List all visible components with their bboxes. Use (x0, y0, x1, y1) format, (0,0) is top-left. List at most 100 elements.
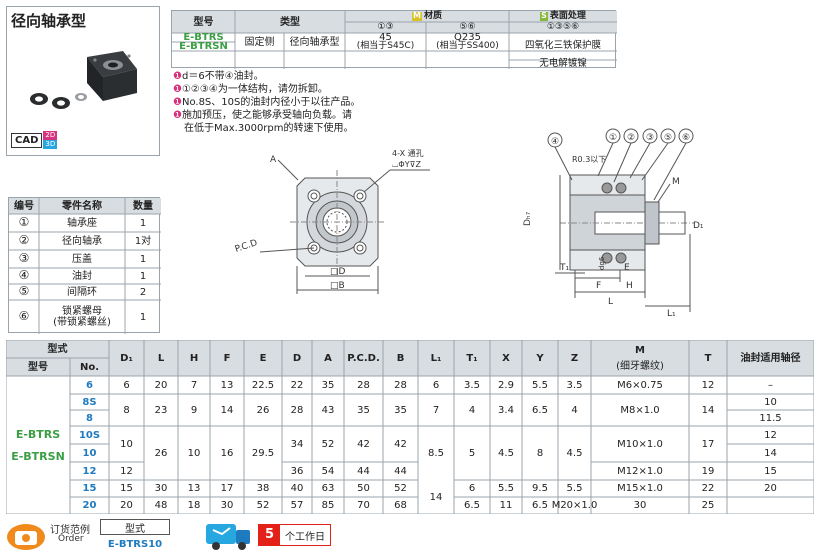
dim-cell: 14 (429, 491, 443, 503)
spec-sub3: ①③⑤⑥ (546, 21, 580, 32)
dim-h-col: E (259, 352, 267, 364)
dim-cell: 36 (290, 465, 304, 477)
dim-cell: 52 (394, 483, 407, 494)
spec-h-kind: 类型 (280, 16, 300, 28)
dim-cell: 44 (357, 465, 370, 477)
note-2: ❶①②③④为一体结构，请勿拆卸。 (173, 84, 328, 95)
note-3: ❶No.8S、10S的油封内径小于以往产品。 (173, 97, 361, 108)
front-view-drawing: A 4-X 通孔 ⌴ΦY⊽Z P.C.D □D □B (234, 148, 430, 294)
dim-cell: 6.5 (464, 500, 480, 511)
side-label-d1: D₁ (693, 221, 704, 231)
delivery-truck-icon (206, 524, 250, 550)
dim-h-m2: (细牙螺纹) (616, 360, 664, 372)
dim-no: 15 (82, 483, 97, 494)
product-panel: 径向轴承型 CAD 2D 3D (6, 6, 160, 156)
dim-cell: 5.5 (566, 483, 583, 494)
dim-cell: 6.5 (532, 404, 548, 416)
dim-h-col: X (502, 352, 510, 364)
spec-mat2b: (相当于SS400) (436, 40, 499, 51)
dim-cell: 28 (357, 379, 370, 391)
dim-cell: 5 (468, 447, 476, 459)
dim-cell: 18 (187, 500, 201, 511)
dim-cell: 63 (321, 483, 335, 494)
note-5: 在低于Max.3000rpm的转速下使用。 (184, 123, 354, 134)
dim-cell: 20 (154, 379, 168, 391)
note-4: ❶施加预压，使之能够承受轴向负载。请 (173, 110, 352, 121)
dim-cell: 52 (256, 500, 270, 511)
callout-3: ③ (646, 133, 654, 143)
dim-cell: 4.5 (566, 447, 583, 459)
dim-type-a: E-BTRS (15, 427, 61, 441)
callout-1: ① (609, 133, 617, 143)
dim-cell: 9 (190, 404, 198, 416)
dim-cell: 6 (468, 483, 476, 494)
dim-cell: 4.5 (498, 447, 514, 459)
callout-6: ⑥ (682, 133, 690, 143)
parts-no: ① (18, 215, 30, 230)
dim-cell: 28 (394, 379, 407, 391)
dim-cell: 57 (290, 500, 304, 511)
parts-name: 压盖 (72, 253, 92, 265)
dim-h-m: M (635, 344, 645, 356)
dim-cell: 15 (120, 483, 133, 494)
dim-cell: 3.5 (464, 379, 480, 391)
dim-grid (6, 340, 814, 514)
dim-h-col: P.C.D. (347, 352, 380, 364)
dim-h-col: D₁ (120, 352, 133, 364)
cad-badge[interactable]: CAD 2D 3D (11, 131, 58, 149)
dim-cell: 23 (154, 404, 168, 416)
dim-cell: 20 (764, 483, 777, 494)
dim-h-t: T (704, 352, 712, 364)
dim-cell: 48 (154, 500, 168, 511)
dim-cell: 6.5 (532, 500, 548, 511)
dim-cell: – (768, 379, 773, 391)
dim-h-col: D (292, 352, 302, 364)
dim-cell: 85 (321, 500, 335, 511)
delivery-days-text: 个工作日 (285, 531, 326, 543)
drawing-label-d: □D (330, 267, 346, 277)
order-label: 订货范例 (50, 525, 90, 536)
dim-cell: 35 (394, 404, 407, 416)
side-label-h: H (626, 281, 633, 291)
phone-icon (7, 524, 45, 550)
dim-cell: 8 (123, 404, 130, 416)
parts-qty: 1对 (134, 235, 152, 247)
parts-h-no: 编号 (14, 200, 34, 212)
dim-cell: 40 (290, 483, 304, 494)
dim-cell: 22 (701, 483, 715, 494)
parts-no: ⑤ (18, 284, 30, 299)
dim-cell: 25 (701, 500, 715, 511)
dim-cell: 9.5 (532, 483, 548, 494)
side-view-drawing: ④ ① ② ③ ⑤ ⑥ R0.3以下 M D₁ Dₕ₇ T₁ E F H L L… (523, 128, 704, 319)
dim-cell: 14 (764, 447, 777, 459)
parts-name: 锁紧螺母 (带锁紧螺丝) (53, 306, 111, 328)
callout-2: ② (627, 133, 635, 143)
dim-cell: 35 (357, 404, 370, 416)
dim-no: 6 (86, 379, 93, 391)
dim-cell: 17 (701, 438, 715, 450)
drawing-label-y: ⌴ΦY⊽Z (392, 160, 421, 169)
dim-cell: 7 (432, 404, 440, 416)
dim-cell: 5.5 (498, 483, 514, 494)
dim-cell: 4 (468, 404, 476, 416)
dim-h-col: L₁ (430, 352, 442, 364)
dim-no: 20 (82, 500, 97, 511)
dim-cell: M20×1.0 (551, 500, 598, 511)
spec-sub1: ①③ (377, 21, 394, 32)
dim-cell: 43 (321, 404, 335, 416)
dim-cell: 30 (633, 500, 647, 511)
dim-cell: 22.5 (251, 379, 275, 391)
order-model-value: E-BTRS10 (107, 539, 163, 550)
dim-h-seal: 油封适用轴径 (740, 352, 801, 364)
dim-cell: 10 (764, 396, 777, 408)
delivery-days: 5 个工作日 (258, 524, 332, 546)
drawing-label-b: □B (330, 281, 345, 291)
dim-cell: 26 (256, 404, 270, 416)
side-label-e: E (624, 263, 630, 273)
spec-grid (172, 11, 617, 69)
dim-cell: M15×1.0 (617, 483, 663, 494)
dim-h-model: 型式 (47, 343, 68, 355)
dim-cell: 50 (357, 483, 370, 494)
dim-cell: 10 (187, 447, 201, 459)
